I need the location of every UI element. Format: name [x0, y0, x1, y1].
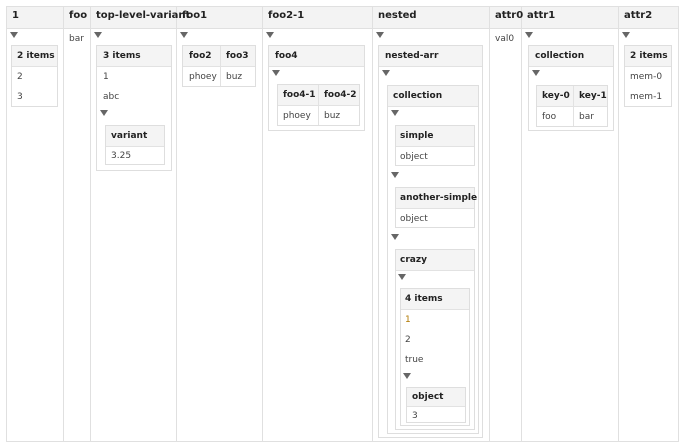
expand-toggle-icon[interactable] — [398, 274, 406, 280]
column-attr1: attr1 collection key-0 key-1 foo bar — [522, 7, 619, 441]
table-cell: buz — [324, 111, 341, 121]
column-header-attr0: attr0 — [495, 10, 524, 21]
list-item: 1 — [405, 315, 411, 325]
object-label: object — [412, 392, 444, 402]
item-count: 4 items — [405, 294, 443, 304]
list-item: mem-0 — [630, 72, 663, 82]
crazy-label: crazy — [400, 255, 427, 265]
collection-box: collection simple object another-simple … — [387, 85, 479, 434]
column-header-foo: foo — [69, 10, 88, 21]
column-header-attr2: attr2 — [624, 10, 653, 21]
expand-toggle-icon[interactable] — [376, 32, 384, 38]
expand-toggle-icon[interactable] — [272, 70, 280, 76]
list-item: 3 — [17, 92, 23, 102]
object-table: foo2 foo3 phoey buz — [182, 45, 256, 87]
column-header-nested: nested — [378, 10, 417, 21]
data-grid: 1 2 items 2 3 foo bar top-level-variant … — [6, 6, 679, 442]
object-value: 3 — [412, 411, 418, 421]
column-header-foo1: foo1 — [182, 10, 208, 21]
object-box: object 3 — [406, 387, 466, 423]
column-header-foo2-1: foo2-1 — [268, 10, 305, 21]
column-top-level-variant: top-level-variant 3 items 1 abc variant … — [91, 7, 190, 441]
item-count: 2 items — [17, 51, 55, 61]
expand-toggle-icon[interactable] — [403, 373, 411, 379]
list-item: true — [405, 355, 424, 365]
table-header: foo3 — [226, 51, 249, 61]
column-header-top-level-variant: top-level-variant — [96, 10, 191, 21]
simple-box: simple object — [395, 125, 475, 166]
object-title: nested-arr — [385, 51, 439, 61]
table-header: foo4-1 — [283, 90, 316, 100]
table-cell: foo — [542, 112, 557, 122]
object-table: key-0 key-1 foo bar — [536, 85, 608, 127]
variant-value: 3.25 — [111, 151, 132, 161]
column-1: 1 2 items 2 3 — [7, 7, 64, 441]
crazy-box: crazy 4 items 1 2 true object 3 — [395, 249, 475, 430]
another-simple-label: another-simple — [400, 193, 478, 203]
expand-toggle-icon[interactable] — [622, 32, 630, 38]
array-box: 3 items 1 abc variant 3.25 — [96, 45, 172, 171]
list-item: 2 — [17, 72, 23, 82]
column-foo1: foo1 foo2 foo3 phoey buz — [177, 7, 263, 441]
list-item: mem-1 — [630, 92, 663, 102]
object-box: nested-arr collection simple object anot… — [378, 45, 483, 438]
cell-value: bar — [69, 34, 84, 44]
expand-toggle-icon[interactable] — [382, 70, 390, 76]
object-table: foo4-1 foo4-2 phoey buz — [277, 84, 360, 126]
expand-toggle-icon[interactable] — [391, 110, 399, 116]
table-cell: phoey — [189, 72, 217, 82]
another-simple-box: another-simple object — [395, 187, 478, 228]
expand-toggle-icon[interactable] — [391, 234, 399, 240]
simple-value: object — [400, 152, 428, 162]
array-box: 2 items mem-0 mem-1 — [624, 45, 672, 107]
expand-toggle-icon[interactable] — [532, 70, 540, 76]
another-simple-value: object — [400, 214, 428, 224]
list-item: 2 — [405, 335, 411, 345]
table-header: foo4-2 — [324, 90, 357, 100]
column-attr2: attr2 2 items mem-0 mem-1 — [619, 7, 678, 441]
collection-title: collection — [393, 91, 443, 101]
table-cell: buz — [226, 72, 243, 82]
column-foo2-1: foo2-1 foo4 foo4-1 foo4-2 phoey buz — [263, 7, 373, 441]
table-header: foo2 — [189, 51, 212, 61]
array-box: 4 items 1 2 true object 3 — [400, 288, 470, 426]
variant-label: variant — [111, 131, 148, 141]
column-header-1: 1 — [12, 10, 19, 21]
collection-box: collection key-0 key-1 foo bar — [528, 45, 614, 131]
expand-toggle-icon[interactable] — [391, 172, 399, 178]
object-title: foo4 — [275, 51, 298, 61]
column-nested: nested nested-arr collection simple obje… — [373, 7, 490, 441]
expand-toggle-icon[interactable] — [94, 32, 102, 38]
table-header: key-0 — [542, 91, 570, 101]
list-item: abc — [103, 92, 120, 102]
simple-label: simple — [400, 131, 434, 141]
column-header-attr1: attr1 — [527, 10, 556, 21]
array-box: 2 items 2 3 — [11, 45, 58, 107]
table-cell: phoey — [283, 111, 311, 121]
collection-title: collection — [535, 51, 585, 61]
expand-toggle-icon[interactable] — [266, 32, 274, 38]
item-count: 2 items — [630, 51, 668, 61]
table-cell: bar — [579, 112, 594, 122]
expand-toggle-icon[interactable] — [100, 110, 108, 116]
variant-box: variant 3.25 — [105, 125, 165, 165]
object-box: foo4 foo4-1 foo4-2 phoey buz — [268, 45, 365, 131]
table-header: key-1 — [579, 91, 607, 101]
header-row — [7, 7, 678, 29]
expand-toggle-icon[interactable] — [525, 32, 533, 38]
column-foo: foo bar — [64, 7, 91, 441]
column-attr0: attr0 val0 — [490, 7, 524, 441]
list-item: 1 — [103, 72, 109, 82]
item-count: 3 items — [103, 51, 141, 61]
expand-toggle-icon[interactable] — [10, 32, 18, 38]
expand-toggle-icon[interactable] — [180, 32, 188, 38]
cell-value: val0 — [495, 34, 515, 44]
